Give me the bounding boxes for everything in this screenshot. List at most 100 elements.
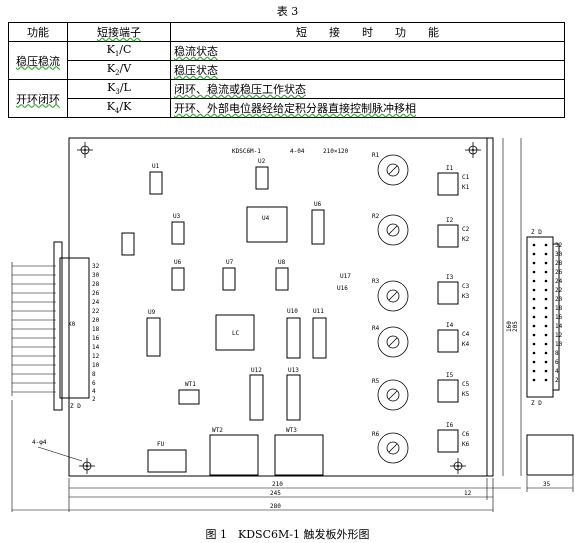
func-cell: 开环闭环 [8, 79, 68, 118]
board-code: 4-04 [290, 148, 305, 155]
desc-cell: 稳压状态 [170, 60, 565, 80]
right-pin: 12 [555, 332, 563, 339]
chip-wt2 [209, 434, 259, 476]
panel-strip [486, 137, 494, 477]
pot-label: R1 [372, 152, 380, 159]
terminal-cell: K3/L [67, 79, 171, 99]
right-connector [526, 236, 554, 398]
jumper-block [437, 281, 459, 305]
dim-depth: 35 [543, 481, 551, 488]
right-pin: 14 [555, 323, 563, 330]
board-outline-drawing: KDSC6M-1 4-04 210×120 U1 U2 U3 U4 U6 U6 … [11, 137, 574, 512]
dim-right: 12 [464, 490, 472, 497]
left-pin: 4 [92, 388, 96, 395]
right-pin: 10 [555, 341, 563, 348]
chip-label: WT3 [286, 427, 297, 434]
chip-small [121, 232, 135, 256]
potentiometer [377, 379, 409, 411]
chip-label: U16 [337, 285, 348, 292]
dimension-lines [11, 138, 574, 512]
jumper-k: K3 [462, 293, 470, 300]
right-pin: 8 [555, 350, 559, 357]
left-pin: 10 [92, 362, 100, 369]
potentiometer [377, 432, 409, 464]
board-size: 210×120 [323, 148, 349, 155]
left-pin: 32 [92, 263, 100, 270]
jumper-k: K6 [462, 441, 470, 448]
table-row: 开环闭环 K3/L 闭环、稳流或稳压工作状态 [8, 79, 565, 118]
jumper-id: I1 [446, 165, 454, 172]
figure-caption: 图 1 KDSC6M-1 触发板外形图 [205, 528, 370, 541]
left-pin: 2 [92, 396, 96, 403]
potentiometer [377, 326, 409, 358]
right-pin: 22 [555, 287, 563, 294]
pot-label: R5 [372, 378, 380, 385]
chip-u8 [275, 267, 289, 291]
chip-label: WT1 [185, 381, 196, 388]
chip-u2 [255, 166, 269, 190]
terminal-cell: K1/C [67, 41, 171, 61]
pot-label: R4 [372, 325, 380, 332]
jumper-c: C4 [462, 331, 470, 338]
dim-total: 280 [270, 503, 281, 510]
terminal-cell: K4/K [67, 98, 171, 118]
header-terminal: 短接端子 [67, 22, 171, 42]
board-outline [68, 137, 488, 477]
jumper-id: I5 [446, 372, 454, 379]
left-pin: 6 [92, 380, 96, 387]
desc-cell: 开环、外部电位器经给定积分器直接控制脉冲移相 [170, 98, 565, 118]
jumper-k: K5 [462, 391, 470, 398]
chip-wt1 [178, 389, 200, 405]
left-connector-body [59, 257, 90, 399]
jumper-block [437, 329, 459, 353]
left-zd: Z D [70, 403, 81, 410]
right-connector-plug [526, 434, 574, 476]
chip-u4 [246, 206, 288, 243]
table-caption: 表 3 [276, 5, 299, 18]
chip-label: WT2 [212, 427, 223, 434]
chip-label: U3 [173, 213, 181, 220]
mount-hole-label: 4-φ4 [32, 439, 47, 446]
right-connector-back [552, 243, 560, 391]
jumper-id: I6 [446, 422, 454, 429]
chip-u6 [171, 267, 185, 291]
func-cell: 稳压稳流 [8, 41, 68, 80]
potentiometer [377, 214, 409, 246]
left-pin: 26 [92, 290, 100, 297]
chip-label: LC [232, 330, 240, 337]
dim-height-outer: 205 [512, 321, 519, 332]
table-header-row: 功能 短接端子 短 接 时 功 能 [8, 22, 565, 42]
jumper-id: I4 [446, 322, 454, 329]
left-connector-pins [11, 262, 56, 396]
chip-u13 [286, 374, 301, 421]
right-pin: 32 [555, 242, 563, 249]
dim-inner: 210 [272, 481, 283, 488]
chip-label: U10 [287, 308, 298, 315]
right-pin: 26 [555, 269, 563, 276]
right-pin: 2 [555, 377, 559, 384]
right-pin: 6 [555, 359, 559, 366]
right-pin: 18 [555, 305, 563, 312]
chip-u7 [222, 267, 236, 291]
jumper-c: C2 [462, 226, 470, 233]
chip-label: U13 [288, 367, 299, 374]
jumper-k: K4 [462, 341, 470, 348]
jumper-c: C3 [462, 283, 470, 290]
jumper-block [437, 379, 459, 403]
jumper-id: I2 [446, 217, 454, 224]
board-title: KDSC6M-1 [232, 148, 261, 155]
chip-wt3 [274, 434, 324, 476]
chip-lc [215, 314, 255, 351]
jumper-c: C5 [462, 381, 470, 388]
left-pin: 30 [92, 272, 100, 279]
left-pin: 12 [92, 353, 100, 360]
potentiometer [377, 280, 409, 312]
right-pin: 4 [555, 368, 559, 375]
right-pin: 24 [555, 278, 563, 285]
chip-u1 [149, 171, 163, 195]
jumper-block [437, 429, 459, 453]
jumper-c: C6 [462, 431, 470, 438]
left-connector-label: X0 [68, 321, 76, 328]
pot-label: R2 [372, 213, 380, 220]
pot-label: R3 [372, 278, 380, 285]
